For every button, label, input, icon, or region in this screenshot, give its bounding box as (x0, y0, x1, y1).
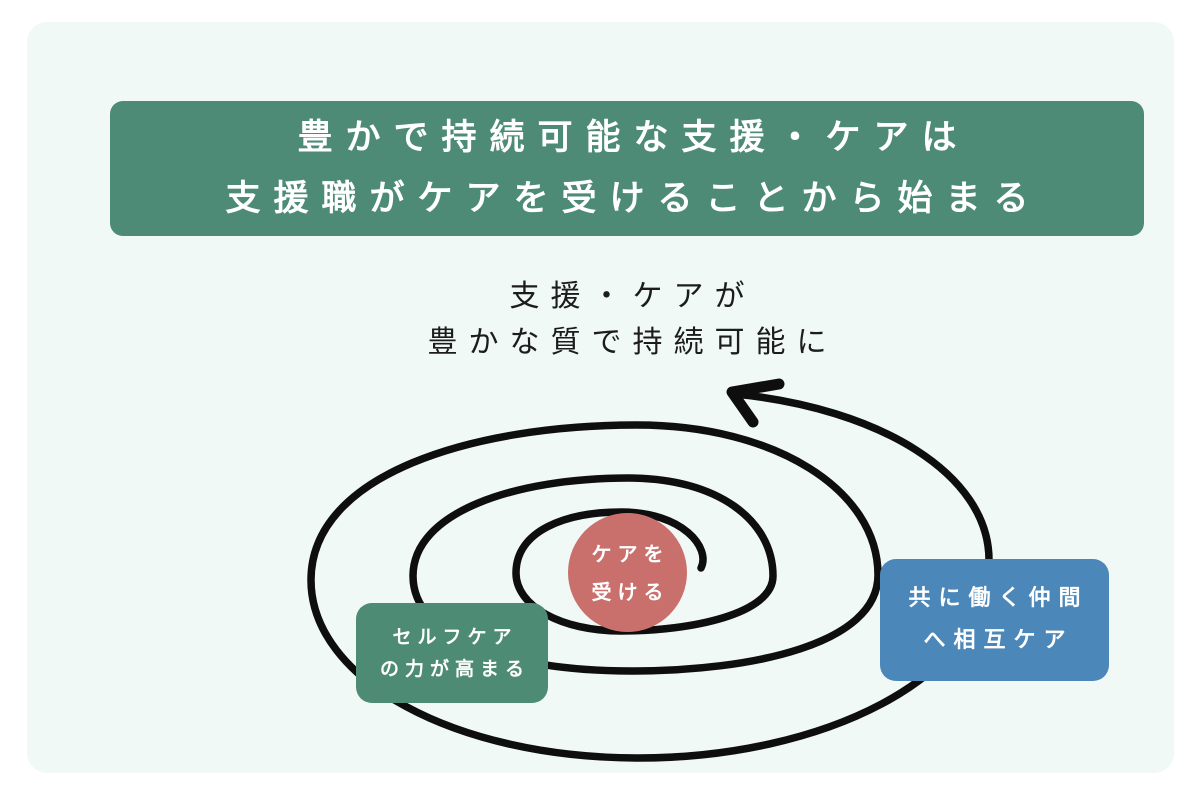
mutual-care-label-box: 共に働く仲間 へ相互ケア (880, 559, 1109, 681)
title-banner: 豊かで持続可能な支援・ケアは 支援職がケアを受けることから始まる (110, 101, 1144, 236)
mutual-care-line-1: 共に働く仲間 (908, 586, 1089, 611)
spiral-arrow-graphic (307, 378, 993, 762)
self-care-label-box: セルフケア の力が高まる (356, 603, 548, 703)
spiral-icon (307, 390, 993, 762)
outcome-caption: 支援・ケアが 豊かな質で持続可能に (27, 274, 1200, 366)
self-care-line-2: の力が高まる (379, 658, 530, 680)
receive-care-line-2: 受ける (591, 579, 670, 604)
receive-care-node: ケアを 受ける (568, 513, 687, 632)
title-line-1: 豊かで持続可能な支援・ケアは (297, 117, 970, 158)
outcome-caption-line-2: 豊かな質で持続可能に (427, 325, 838, 360)
outcome-caption-line-1: 支援・ケアが (509, 279, 756, 314)
arrowhead-icon (726, 378, 785, 428)
mutual-care-line-2: へ相互ケア (923, 628, 1074, 653)
self-care-line-1: セルフケア (392, 626, 518, 648)
receive-care-line-1: ケアを (591, 541, 670, 566)
background-panel: 豊かで持続可能な支援・ケアは 支援職がケアを受けることから始まる 支援・ケアが … (27, 22, 1174, 773)
title-line-2: 支援職がケアを受けることから始まる (225, 178, 1042, 219)
